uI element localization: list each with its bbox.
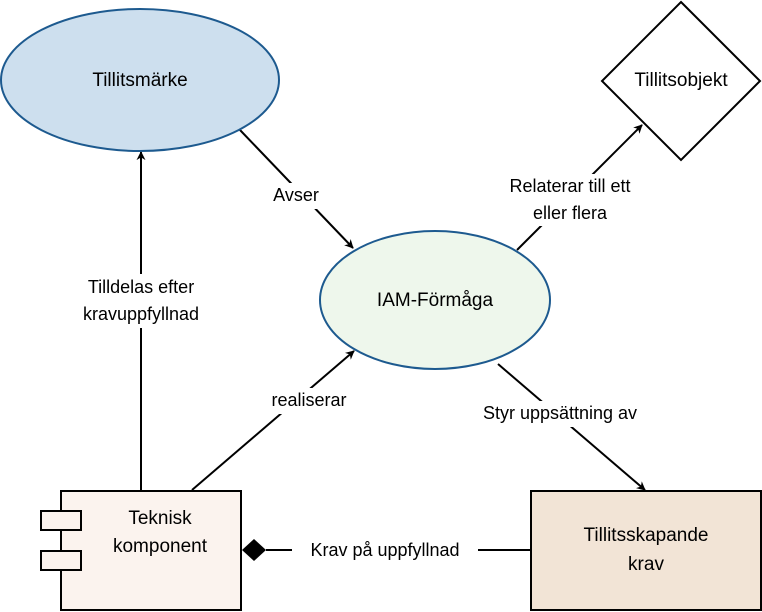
edge-tilldelas: Tilldelas efter kravuppfyllnad bbox=[68, 151, 216, 490]
edge-krav-uppfyllnad: Krav på uppfyllnad bbox=[242, 537, 530, 563]
component-port-top bbox=[40, 510, 82, 531]
edge-label-tilldelas-line2: kravuppfyllnad bbox=[83, 304, 199, 324]
edge-realiserar: realiserar bbox=[191, 350, 359, 491]
node-label-teknisk-line2: komponent bbox=[113, 536, 208, 557]
edge-avser: Avser bbox=[239, 129, 354, 249]
edge-relaterar: Relaterar till ett eller flera bbox=[494, 124, 648, 251]
node-teknisk-komponent[interactable]: Teknisk komponent bbox=[40, 490, 242, 611]
node-label-krav-line1: Tillitsskapande bbox=[584, 525, 709, 546]
node-label-tillitsobjekt: Tillitsobjekt bbox=[634, 70, 728, 91]
edge-label-krav-uppfyllnad: Krav på uppfyllnad bbox=[310, 540, 459, 560]
edge-label-realiserar: realiserar bbox=[271, 390, 346, 410]
edge-styr: Styr uppsättning av bbox=[462, 363, 658, 491]
node-tillitsmarke[interactable]: Tillitsmärke bbox=[0, 8, 280, 152]
edge-label-avser: Avser bbox=[273, 185, 319, 205]
edge-label-relaterar-line2: eller flera bbox=[533, 203, 608, 223]
node-iam-formaga[interactable]: IAM-Förmåga bbox=[319, 230, 551, 370]
component-port-bottom bbox=[40, 550, 82, 571]
node-tillitsobjekt[interactable]: Tillitsobjekt bbox=[600, 0, 762, 162]
edge-label-relaterar-line1: Relaterar till ett bbox=[509, 176, 630, 196]
edge-label-styr: Styr uppsättning av bbox=[483, 403, 637, 423]
node-label-tillitsmarke: Tillitsmärke bbox=[92, 70, 187, 91]
node-label-krav-line2: krav bbox=[628, 554, 664, 575]
node-label-iam: IAM-Förmåga bbox=[377, 290, 494, 311]
diamond-marker-icon bbox=[242, 539, 266, 561]
node-label-teknisk-line1: Teknisk bbox=[128, 508, 192, 529]
node-tillitsskapande-krav[interactable]: Tillitsskapande krav bbox=[530, 490, 762, 611]
edge-label-tilldelas-line1: Tilldelas efter bbox=[88, 277, 194, 297]
